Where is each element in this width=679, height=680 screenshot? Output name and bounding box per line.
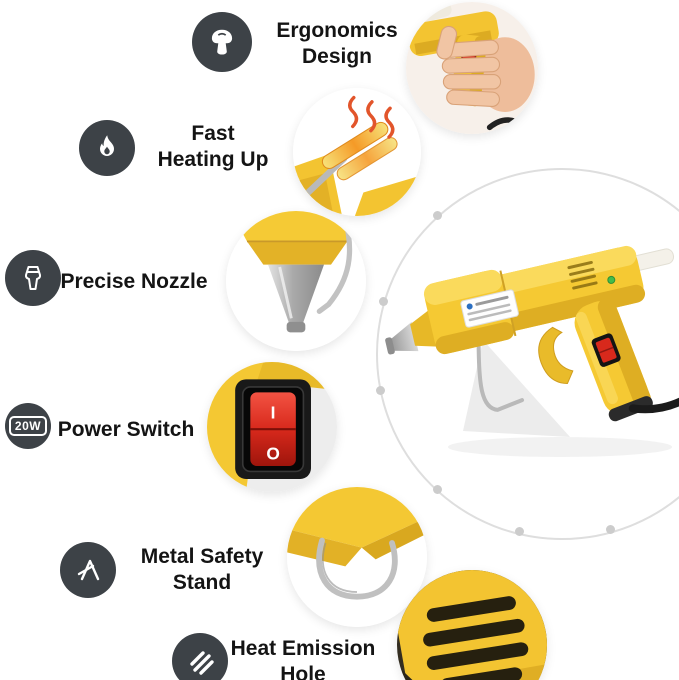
feature-label-line: Design (301, 45, 372, 69)
feature-label-metal-stand: Metal Safety Stand (132, 544, 272, 597)
grip-icon-glyph (211, 29, 233, 55)
glue-gun-product-image (385, 245, 679, 457)
20w-badge: 20W (5, 403, 51, 449)
feature-label-line: Hole (280, 663, 326, 680)
stand-icon (60, 542, 116, 598)
grip-icon (192, 12, 252, 72)
circle-dot (433, 485, 442, 494)
circle-dot (606, 525, 615, 534)
feature-label-line: Metal Safety (140, 545, 264, 568)
20w-badge-text: 20W (8, 416, 48, 436)
nozzle-icon-glyph (24, 266, 42, 290)
switch-mark-bottom: O (266, 444, 279, 464)
feature-label-line: Stand (172, 571, 232, 595)
feature-label-line: Heat Emission (230, 637, 376, 660)
circle-dot (379, 297, 388, 306)
precise-nozzle-photo (226, 211, 366, 351)
flame-icon-glyph (100, 135, 114, 156)
feature-label-line: Ergonomics (276, 19, 398, 42)
feature-label-fast-heating: Fast Heating Up (148, 121, 278, 174)
feature-label-line: Heating Up (157, 148, 269, 172)
feature-label-line: Precise Nozzle (60, 270, 208, 293)
stand-icon-glyph (77, 559, 100, 581)
nozzle-icon (5, 250, 61, 306)
vents-icon (172, 633, 228, 680)
vents-icon-glyph (190, 651, 214, 675)
circle-dot (376, 386, 385, 395)
fast-heating-photo (293, 88, 421, 216)
circle-dot (433, 211, 442, 220)
feature-label-power-switch: Power Switch (51, 417, 201, 443)
ergonomics-photo (406, 2, 538, 134)
switch-mark-top: I (271, 402, 276, 422)
circle-dot (515, 527, 524, 536)
feature-label-heat-hole: Heat Emission Hole (228, 636, 378, 680)
feature-label-precise-nozzle: Precise Nozzle (54, 269, 214, 295)
metal-stand-photo (287, 487, 427, 627)
feature-label-line: Power Switch (57, 418, 195, 441)
power-switch-photo: I O (207, 362, 337, 492)
feature-label-ergonomics: Ergonomics Design (262, 18, 412, 71)
flame-icon (79, 120, 135, 176)
feature-label-line: Fast (191, 122, 235, 145)
